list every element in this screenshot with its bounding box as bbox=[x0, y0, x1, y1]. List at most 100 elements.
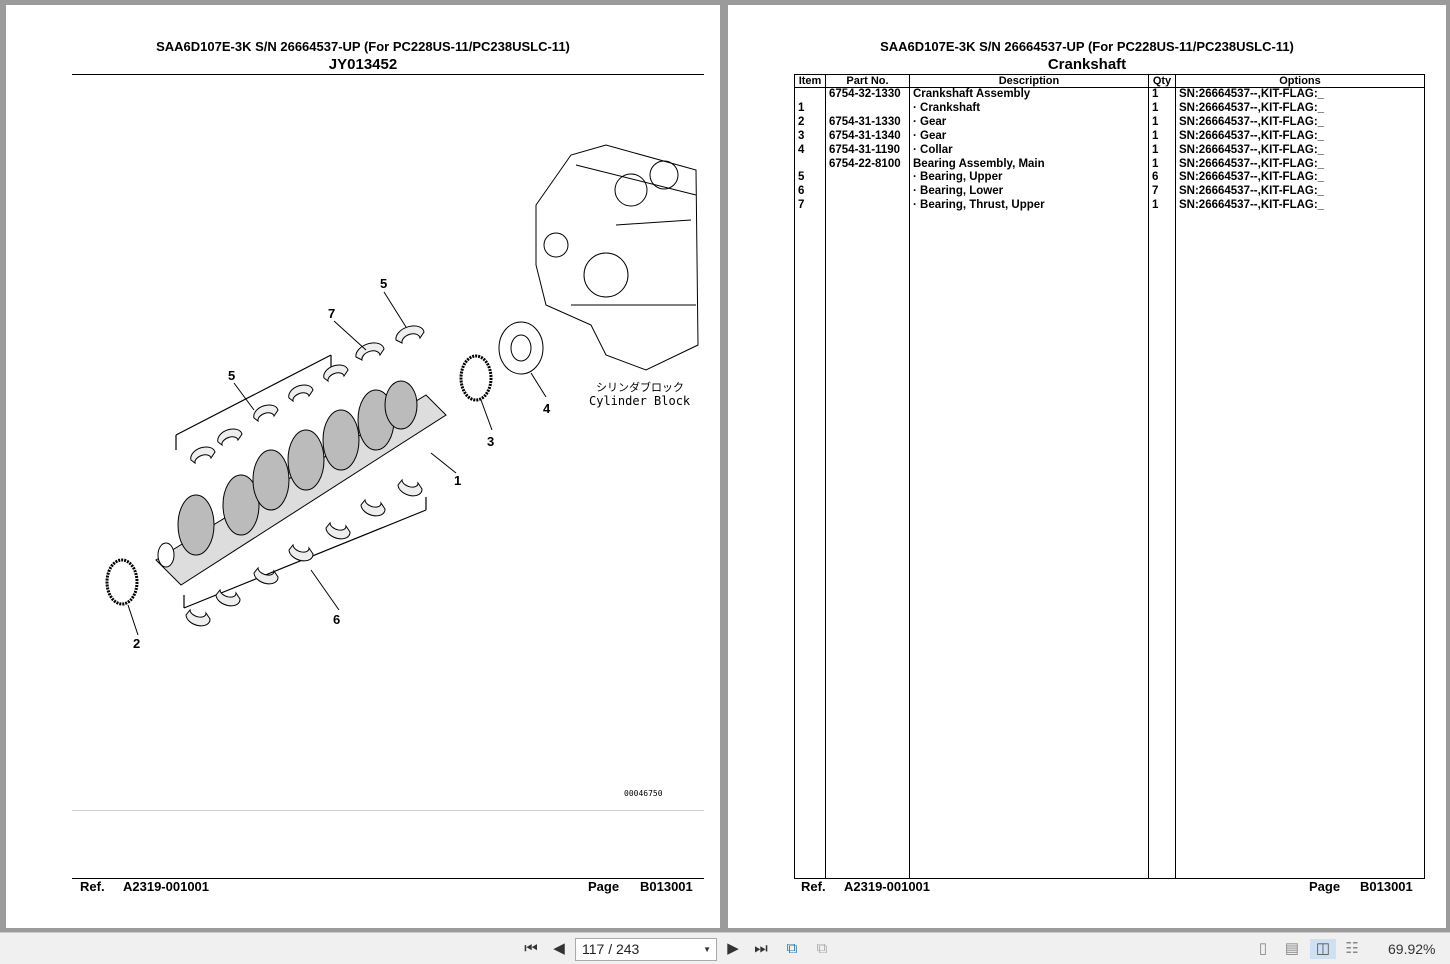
two-page-view-icon[interactable]: ◫ bbox=[1310, 939, 1336, 959]
cylinder-block-outline bbox=[535, 144, 699, 371]
empty-cell bbox=[794, 213, 826, 879]
callout-1: 1 bbox=[454, 473, 461, 488]
divider bbox=[72, 74, 704, 75]
cell-item: 6 bbox=[794, 185, 826, 200]
zoom-level[interactable]: 69.92% bbox=[1388, 941, 1436, 957]
page-label: Page bbox=[1309, 879, 1341, 894]
gear-part bbox=[459, 354, 493, 402]
cell-item: 5 bbox=[794, 171, 826, 186]
first-page-button[interactable]: ⏮ bbox=[524, 940, 538, 957]
block-label-en: Cylinder Block bbox=[589, 394, 691, 408]
gear-part bbox=[105, 558, 139, 606]
divider bbox=[72, 810, 704, 811]
cell-item: 7 bbox=[794, 199, 826, 214]
col-options: Options bbox=[1175, 74, 1425, 88]
chevron-down-icon[interactable]: ▼ bbox=[703, 945, 711, 954]
empty-cell bbox=[825, 213, 910, 879]
cell-part: 6754-31-1330 bbox=[825, 115, 910, 130]
go-forward-view-icon[interactable]: ⧉ bbox=[816, 940, 828, 957]
cell-part: 6754-31-1340 bbox=[825, 129, 910, 144]
page-number-value: 117 / 243 bbox=[582, 941, 640, 957]
cell-part bbox=[825, 185, 910, 200]
go-back-view-icon[interactable]: ⧉ bbox=[786, 940, 798, 957]
cell-opt: SN:26664537--,KIT-FLAG:_ bbox=[1175, 171, 1425, 186]
cell-part bbox=[825, 199, 910, 214]
cell-qty: 1 bbox=[1148, 199, 1176, 214]
cell-qty: 1 bbox=[1148, 101, 1176, 116]
single-page-view-icon[interactable]: ▯ bbox=[1258, 940, 1268, 957]
cell-desc: · Bearing, Lower bbox=[909, 185, 1149, 200]
parts-table: Item Part No. Description Qty Options 67… bbox=[794, 74, 1425, 879]
right-page: SAA6D107E-3K S/N 26664537-UP (For PC228U… bbox=[728, 5, 1446, 928]
col-item: Item bbox=[794, 74, 826, 88]
cell-part: 6754-31-1190 bbox=[825, 143, 910, 158]
callout-4: 4 bbox=[543, 401, 551, 416]
crankshaft-diagram: 5 7 5 4 3 1 2 6 シリンダブロック Cylinder Block … bbox=[105, 144, 699, 798]
cell-opt: SN:26664537--,KIT-FLAG:_ bbox=[1175, 157, 1425, 172]
bottom-toolbar: ⏮ ◀ 117 / 243 ▼ ▶ ⏭ ⧉ ⧉ ▯ ▤ ◫ ☷ 69.92% bbox=[0, 932, 1450, 964]
cell-desc: · Collar bbox=[909, 143, 1149, 158]
cell-item: 4 bbox=[794, 143, 826, 158]
cell-qty: 1 bbox=[1148, 115, 1176, 130]
left-page: SAA6D107E-3K S/N 26664537-UP (For PC228U… bbox=[6, 5, 720, 928]
previous-page-button[interactable]: ◀ bbox=[553, 940, 565, 957]
cell-desc: Crankshaft Assembly bbox=[909, 87, 1149, 102]
col-description: Description bbox=[909, 74, 1149, 88]
cell-opt: SN:26664537--,KIT-FLAG:_ bbox=[1175, 199, 1425, 214]
cell-qty: 1 bbox=[1148, 129, 1176, 144]
page-value: B013001 bbox=[640, 879, 693, 894]
continuous-view-icon[interactable]: ▤ bbox=[1284, 940, 1300, 957]
page-label: Page bbox=[588, 879, 620, 894]
ref-value: A2319-001001 bbox=[123, 879, 210, 894]
callout-5: 5 bbox=[380, 276, 387, 291]
cell-item bbox=[794, 157, 826, 172]
col-qty: Qty bbox=[1148, 74, 1176, 88]
cell-desc: · Bearing, Thrust, Upper bbox=[909, 199, 1149, 214]
page-number-field[interactable]: 117 / 243 ▼ bbox=[575, 938, 717, 961]
cell-desc: · Gear bbox=[909, 129, 1149, 144]
empty-cell bbox=[909, 213, 1149, 879]
table-filler-row bbox=[794, 213, 1425, 879]
cell-part: 6754-22-8100 bbox=[825, 157, 910, 172]
cell-item: 3 bbox=[794, 129, 826, 144]
cell-qty: 7 bbox=[1148, 185, 1176, 200]
cell-qty: 1 bbox=[1148, 87, 1176, 102]
cell-part: 6754-32-1330 bbox=[825, 87, 910, 102]
cell-qty: 1 bbox=[1148, 157, 1176, 172]
cell-desc: Bearing Assembly, Main bbox=[909, 157, 1149, 172]
cell-opt: SN:26664537--,KIT-FLAG:_ bbox=[1175, 129, 1425, 144]
page-value: B013001 bbox=[1360, 879, 1413, 894]
cell-desc: · Gear bbox=[909, 115, 1149, 130]
empty-cell bbox=[1148, 213, 1176, 879]
ref-label: Ref. bbox=[80, 879, 105, 894]
cell-part bbox=[825, 171, 910, 186]
divider bbox=[72, 878, 704, 879]
cell-opt: SN:26664537--,KIT-FLAG:_ bbox=[1175, 185, 1425, 200]
two-page-continuous-view-icon[interactable]: ☷ bbox=[1345, 940, 1359, 957]
last-page-button[interactable]: ⏭ bbox=[754, 940, 768, 957]
cell-part bbox=[825, 101, 910, 116]
next-page-button[interactable]: ▶ bbox=[727, 940, 739, 957]
collar-part bbox=[498, 321, 544, 375]
cell-item bbox=[794, 87, 826, 102]
callout-2: 2 bbox=[133, 636, 140, 651]
cell-item: 1 bbox=[794, 101, 826, 116]
section-title: Crankshaft bbox=[1047, 56, 1127, 73]
callout-6: 6 bbox=[333, 612, 340, 627]
callout-7: 7 bbox=[328, 306, 335, 321]
cell-opt: SN:26664537--,KIT-FLAG:_ bbox=[1175, 115, 1425, 130]
page-title: SAA6D107E-3K S/N 26664537-UP (For PC228U… bbox=[156, 39, 570, 54]
diagram-id: JY013452 bbox=[328, 56, 398, 73]
empty-cell bbox=[1175, 213, 1425, 879]
cell-opt: SN:26664537--,KIT-FLAG:_ bbox=[1175, 101, 1425, 116]
callout-3: 3 bbox=[487, 434, 494, 449]
cell-desc: · Bearing, Upper bbox=[909, 171, 1149, 186]
page-title: SAA6D107E-3K S/N 26664537-UP (For PC228U… bbox=[880, 39, 1294, 54]
cell-opt: SN:26664537--,KIT-FLAG:_ bbox=[1175, 87, 1425, 102]
